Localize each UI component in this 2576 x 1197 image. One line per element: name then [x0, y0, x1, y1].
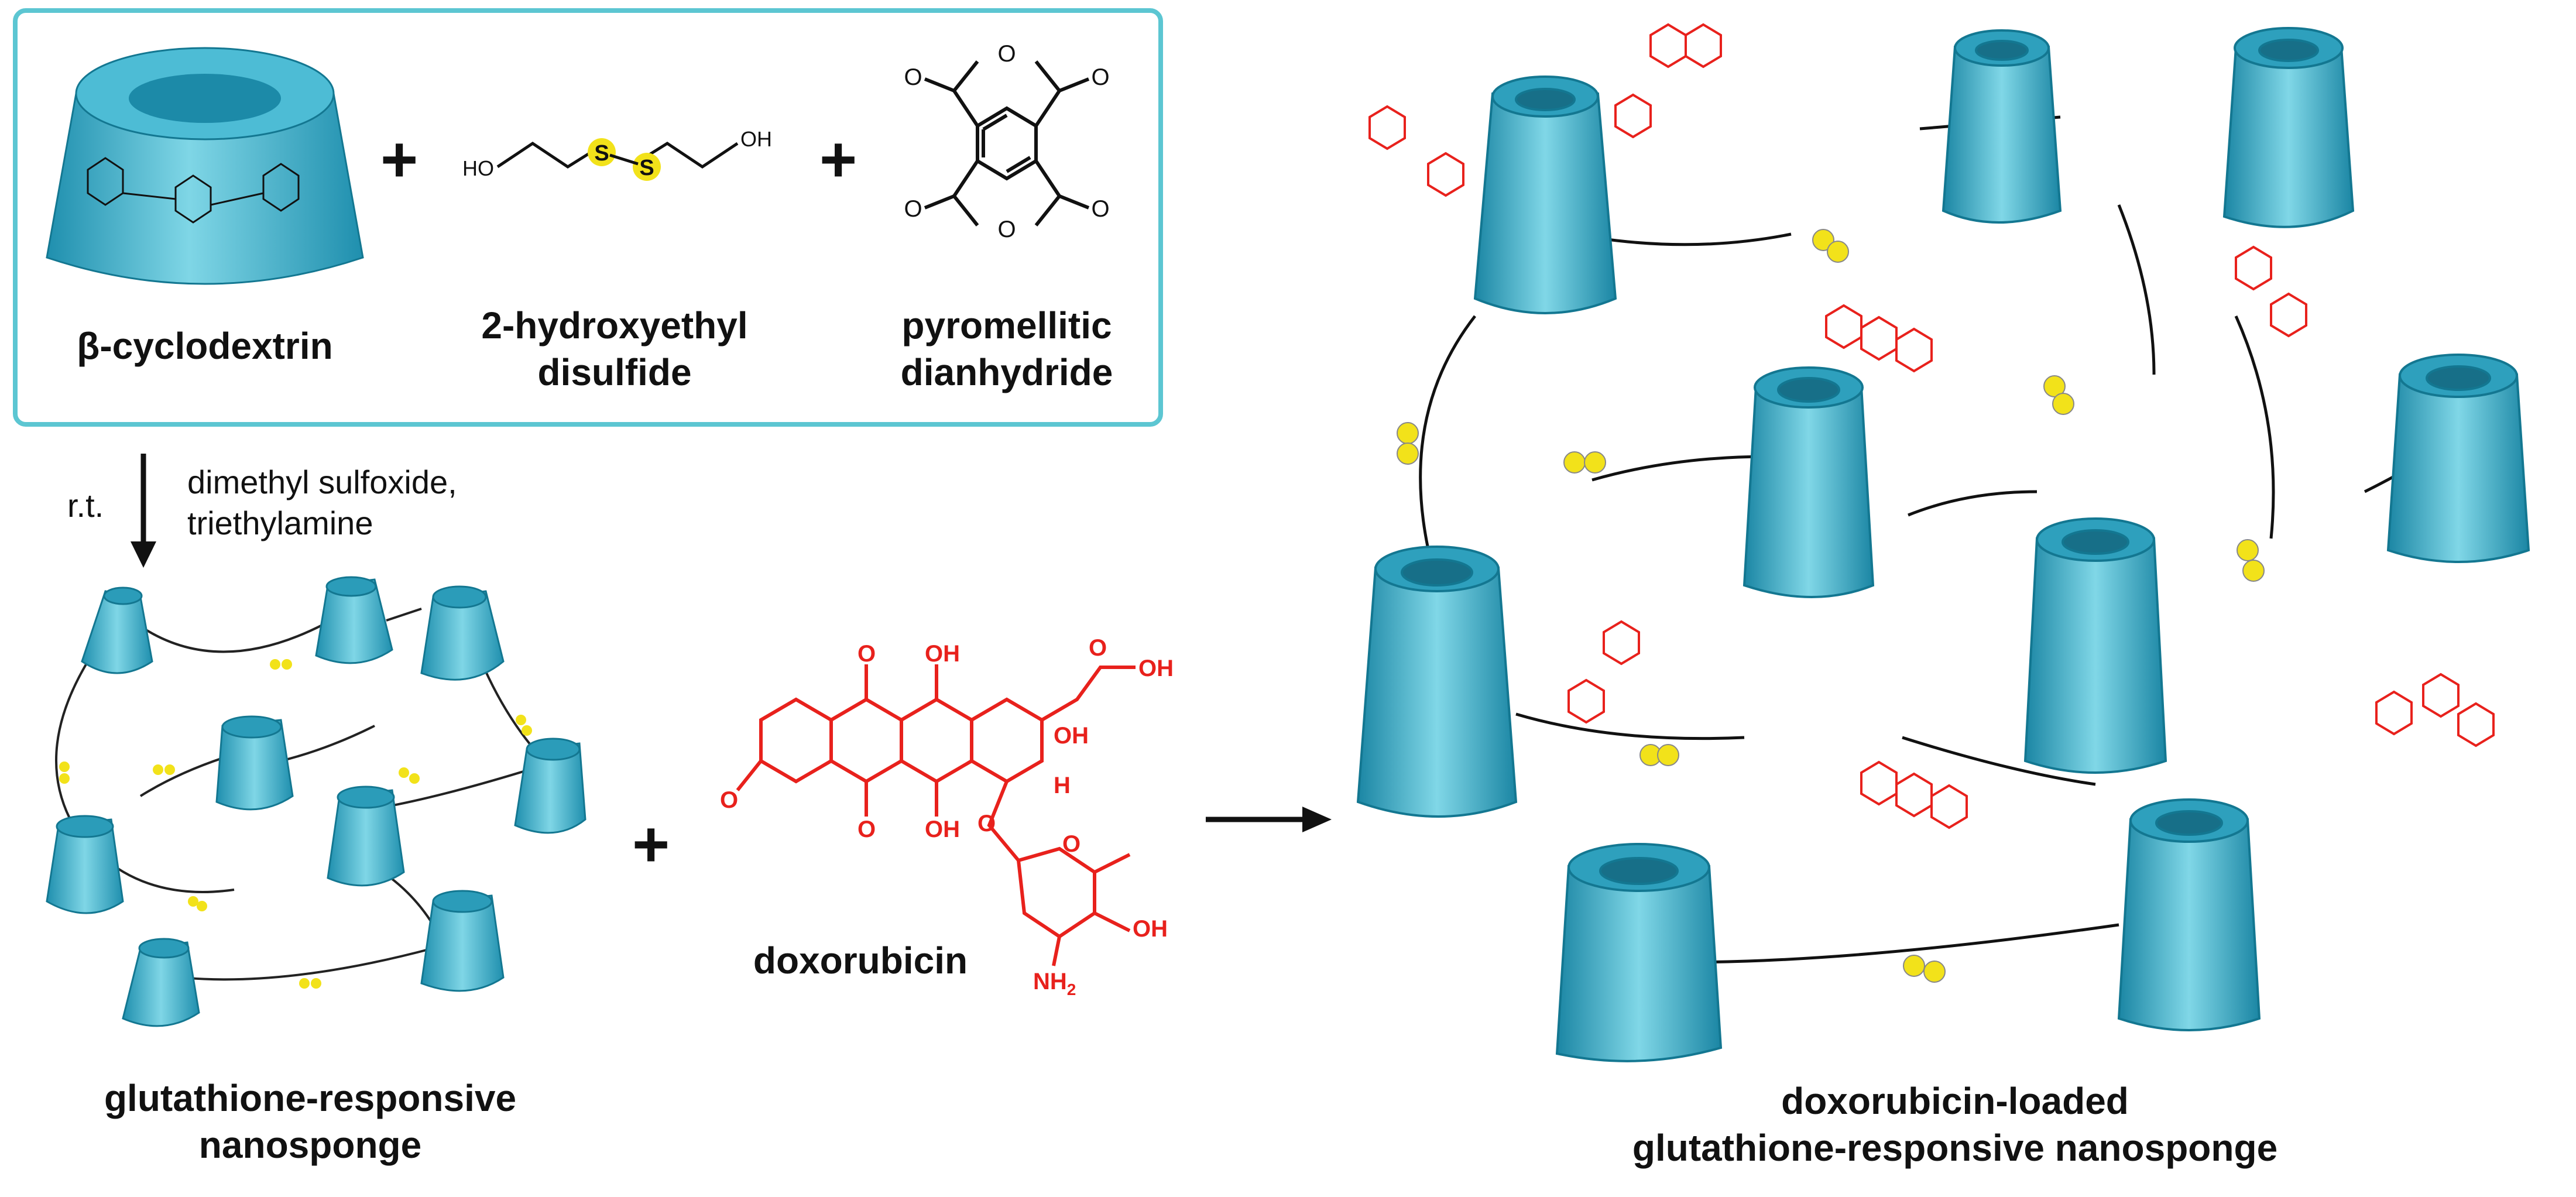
- label-disulfide-line1: 2-hydroxyethyl: [481, 304, 748, 347]
- label-beta-cyclodextrin: β-cyclodextrin: [77, 325, 333, 367]
- svg-text:O: O: [1089, 635, 1107, 661]
- plus-sign-3: +: [632, 808, 670, 880]
- nanosponge-network: [46, 576, 586, 1027]
- doxorubicin-molecule: O O OH OH O O OH OH H O O OH NH2: [720, 635, 1174, 995]
- label-disulfide-line2: disulfide: [537, 351, 692, 393]
- product-2-line1: doxorubicin-loaded: [1781, 1080, 2129, 1122]
- conditions-line1: dimethyl sulfoxide,: [187, 464, 457, 500]
- doxorubicin-label: doxorubicin: [753, 939, 968, 982]
- hydroxyl-left: HO: [462, 156, 494, 180]
- svg-text:O: O: [857, 817, 876, 842]
- svg-text:NH2: NH2: [1033, 969, 1076, 995]
- loaded-nanosponge-network: [1356, 23, 2530, 1062]
- reaction-arrow-down: [131, 454, 156, 568]
- svg-text:OH: OH: [1054, 723, 1089, 749]
- svg-text:O: O: [720, 787, 738, 813]
- product-1-line1: glutathione-responsive: [104, 1077, 517, 1119]
- hydroxyl-right: OH: [740, 127, 772, 151]
- conditions-line2: triethylamine: [187, 505, 373, 541]
- svg-text:H: H: [1054, 773, 1071, 798]
- svg-text:OH: OH: [1138, 656, 1174, 681]
- svg-text:O: O: [997, 41, 1016, 67]
- label-dianhydride-line1: pyromellitic: [901, 304, 1112, 347]
- svg-text:O: O: [1091, 64, 1109, 90]
- svg-text:O: O: [977, 811, 996, 836]
- disulfide-molecule: S S HO OH: [462, 127, 772, 181]
- temperature-label: r.t.: [67, 487, 104, 524]
- plus-sign-2: +: [819, 124, 857, 196]
- svg-text:O: O: [904, 196, 922, 222]
- reaction-arrow-right: [1206, 807, 1332, 832]
- reactants-box: [13, 8, 1163, 427]
- plus-sign-1: +: [380, 124, 419, 196]
- product-1-line2: nanosponge: [198, 1124, 422, 1166]
- sulfur-atom-2: S: [639, 156, 654, 180]
- sulfur-atom-1: S: [594, 141, 609, 166]
- beta-cyclodextrin-icon: [46, 47, 364, 285]
- svg-text:O: O: [1091, 196, 1109, 222]
- svg-text:OH: OH: [925, 817, 960, 842]
- svg-text:OH: OH: [925, 641, 960, 667]
- svg-text:O: O: [997, 217, 1016, 242]
- label-dianhydride-line2: dianhydride: [900, 351, 1113, 393]
- svg-text:O: O: [1062, 831, 1081, 857]
- svg-text:O: O: [857, 641, 876, 667]
- svg-text:OH: OH: [1133, 916, 1168, 942]
- pyromellitic-dianhydride-molecule: O O O O O O: [904, 41, 1109, 242]
- product-2-line2: glutathione-responsive nanosponge: [1632, 1127, 2278, 1169]
- svg-text:O: O: [904, 64, 922, 90]
